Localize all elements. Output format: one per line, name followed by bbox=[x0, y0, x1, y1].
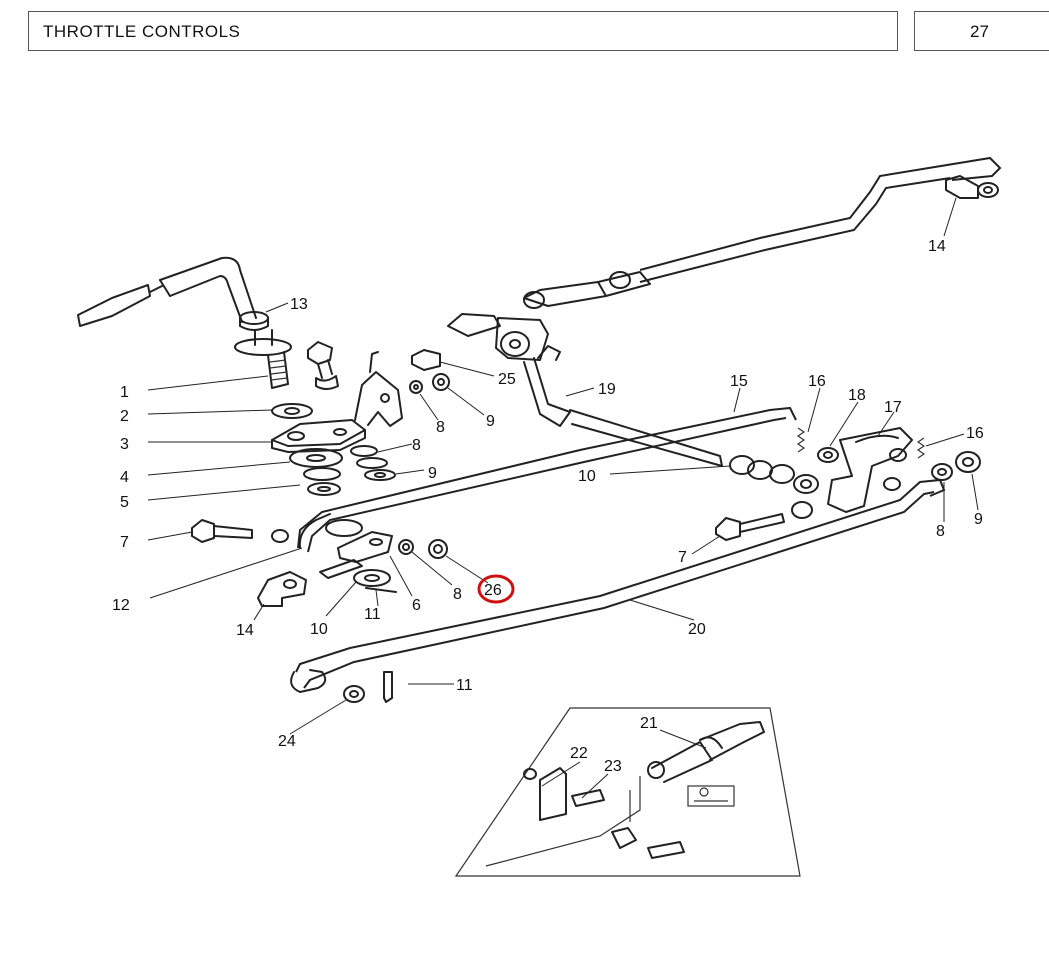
callout-6: 6 bbox=[412, 597, 421, 614]
callout-9-upper: 9 bbox=[486, 413, 495, 430]
callout-9-mid: 9 bbox=[428, 465, 437, 482]
washer-2 bbox=[271, 403, 313, 419]
callout-19: 19 bbox=[598, 381, 616, 398]
callout-8-upper: 8 bbox=[436, 419, 445, 436]
diagram-title: THROTTLE CONTROLS bbox=[43, 22, 241, 41]
bracket-25 bbox=[411, 313, 561, 371]
leader-lines bbox=[147, 197, 979, 799]
arm-19 bbox=[523, 357, 723, 467]
callout-23: 23 bbox=[604, 758, 622, 775]
callout-25: 25 bbox=[498, 371, 516, 388]
callout-16-upper: 16 bbox=[808, 373, 826, 390]
callout-8-lower: 8 bbox=[453, 586, 462, 603]
callout-26: 26 bbox=[484, 582, 502, 599]
rod-15 bbox=[297, 406, 797, 553]
callout-10-right: 10 bbox=[578, 468, 596, 485]
callout-20: 20 bbox=[688, 621, 706, 638]
callout-11-upper: 11 bbox=[364, 606, 381, 623]
highlight-ring bbox=[477, 574, 515, 604]
page-number: 27 bbox=[970, 22, 989, 41]
callout-17: 17 bbox=[884, 399, 902, 416]
callout-21: 21 bbox=[640, 715, 658, 732]
callout-3: 3 bbox=[120, 436, 129, 453]
highlighted-callout-26[interactable]: 26 bbox=[477, 574, 515, 604]
throttle-lever bbox=[77, 256, 292, 389]
callout-9-right: 9 bbox=[974, 511, 983, 528]
callout-2: 2 bbox=[120, 408, 129, 425]
inset-cable-assembly bbox=[454, 707, 801, 877]
bolt-upper bbox=[307, 341, 339, 390]
page-number-box: 27 bbox=[914, 11, 1049, 51]
bolt-7-left bbox=[191, 519, 289, 543]
callout-11-lower: 11 bbox=[456, 677, 473, 694]
rod-20 bbox=[290, 451, 981, 693]
small-washers-mid bbox=[350, 373, 450, 481]
callout-7-right: 7 bbox=[678, 549, 687, 566]
callout-8-mid: 8 bbox=[412, 437, 421, 454]
callout-4: 4 bbox=[120, 469, 129, 486]
callout-10-left: 10 bbox=[310, 621, 328, 638]
callout-18: 18 bbox=[848, 387, 866, 404]
bracket-17 bbox=[796, 427, 926, 513]
callout-24: 24 bbox=[278, 733, 296, 750]
callout-1: 1 bbox=[120, 384, 129, 401]
callout-14-top: 14 bbox=[928, 238, 946, 255]
bolt-7-right bbox=[715, 513, 785, 541]
callout-labels: 1 2 3 4 5 7 12 14 10 11 6 8 13 8 9 8 9 2… bbox=[112, 238, 984, 775]
bracket-3 bbox=[271, 351, 403, 453]
callout-13: 13 bbox=[290, 296, 308, 313]
callout-8-right: 8 bbox=[936, 523, 945, 540]
washer-stack-4-5 bbox=[289, 448, 343, 496]
right-washer-cluster bbox=[729, 455, 819, 519]
callout-16-right: 16 bbox=[966, 425, 984, 442]
callout-7-left: 7 bbox=[120, 534, 129, 551]
callout-15: 15 bbox=[730, 373, 748, 390]
rod-upper-long bbox=[523, 156, 1002, 309]
lower-linkage-left bbox=[257, 513, 448, 607]
callout-5: 5 bbox=[120, 494, 129, 511]
callout-14-left: 14 bbox=[236, 622, 254, 639]
callout-12: 12 bbox=[112, 597, 130, 614]
callout-22: 22 bbox=[570, 745, 588, 762]
pin-11-washer-24 bbox=[343, 671, 393, 703]
title-box: THROTTLE CONTROLS bbox=[28, 11, 898, 51]
